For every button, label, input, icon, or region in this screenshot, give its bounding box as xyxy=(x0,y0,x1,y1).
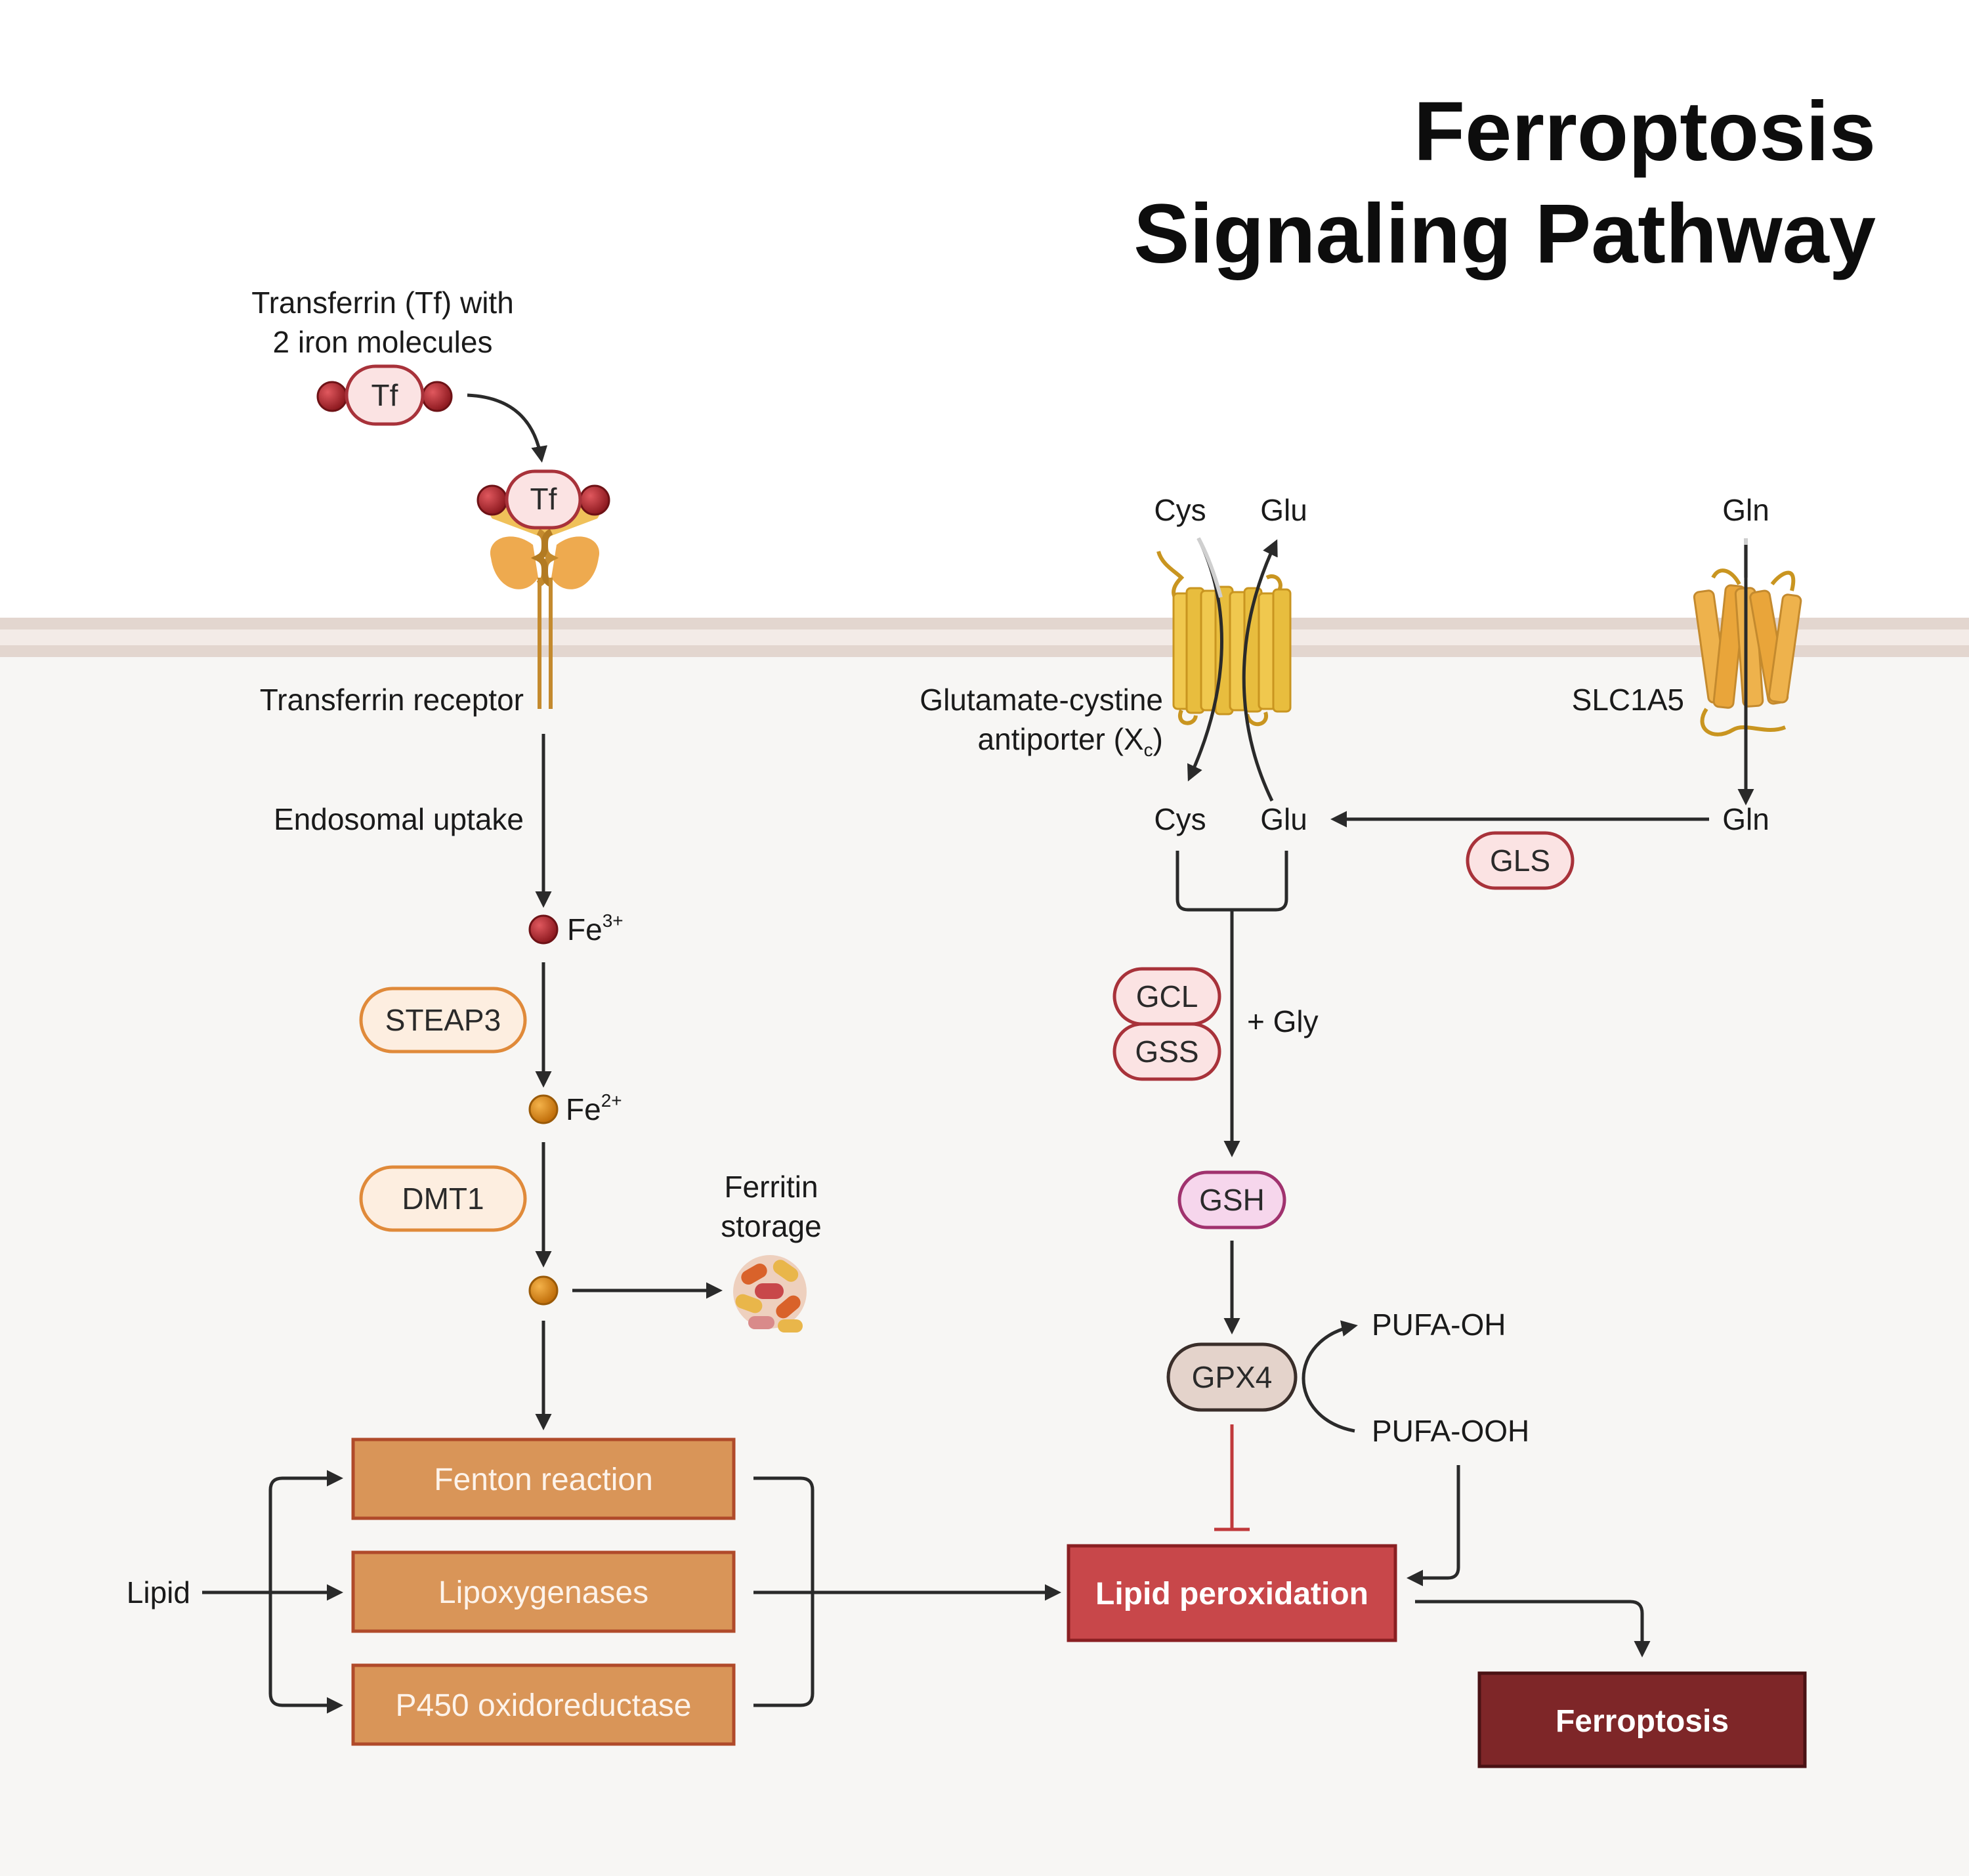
fenton-reaction-label: Fenton reaction xyxy=(434,1462,653,1497)
lipid-to-fenton-arrow xyxy=(268,1470,343,1592)
cys-inside-label: Cys xyxy=(1154,802,1206,836)
cystine-path-shadow xyxy=(1196,537,1223,598)
dmt1-label: DMT1 xyxy=(402,1182,484,1216)
cys-outside-label: Cys xyxy=(1154,493,1206,527)
gpx4-label: GPX4 xyxy=(1192,1360,1273,1394)
slc1a5-transporter-icon xyxy=(1693,538,1802,736)
fenton-reaction-box: Fenton reaction xyxy=(351,1438,736,1520)
gpx4-inhibition-line xyxy=(1214,1424,1250,1531)
p450-oxidoreductase-box: P450 oxidoreductase xyxy=(351,1663,736,1746)
steap3-enzyme: STEAP3 xyxy=(359,987,527,1054)
gcl-label: GCL xyxy=(1136,979,1198,1013)
free-transferrin-icon: Tf xyxy=(316,364,453,426)
gpx4-enzyme: GPX4 xyxy=(1166,1342,1298,1412)
lipid-label: Lipid xyxy=(127,1575,190,1610)
gln-inside-label: Gln xyxy=(1722,802,1769,836)
tf-binding-arrow xyxy=(467,393,548,463)
title-line-2: Signaling Pathway xyxy=(1133,187,1876,281)
pufa-reduction-arrow xyxy=(1302,1320,1358,1433)
glu-inside-label: Glu xyxy=(1260,802,1307,836)
ferroptosis-label: Ferroptosis xyxy=(1556,1704,1729,1739)
transferrin-label-line-2: 2 iron molecules xyxy=(273,325,493,359)
pufa-ooh-label: PUFA-OOH xyxy=(1372,1414,1529,1448)
fe3-ion-icon xyxy=(528,914,559,945)
glycine-label: + Gly xyxy=(1247,1004,1319,1038)
gss-label: GSS xyxy=(1135,1034,1198,1069)
glutamate-export-arrow xyxy=(1242,539,1278,802)
gls-label: GLS xyxy=(1490,843,1550,878)
cell-membrane xyxy=(0,618,1969,657)
gss-enzyme: GSS xyxy=(1112,1022,1221,1081)
gsh-label: GSH xyxy=(1199,1183,1265,1217)
antiporter-label-line-1: Glutamate-cystine xyxy=(920,683,1163,717)
tf-label-free: Tf xyxy=(371,378,398,412)
lipoxygenases-box: Lipoxygenases xyxy=(351,1550,736,1633)
antiporter-label-line-2: antiporter (Xc) xyxy=(978,722,1163,760)
pufa-ooh-to-peroxidation-arrow xyxy=(1407,1465,1460,1587)
transferrin-label-line-1: Transferrin (Tf) with xyxy=(251,286,514,320)
gls-enzyme: GLS xyxy=(1466,831,1575,890)
glu-outside-label: Glu xyxy=(1260,493,1307,527)
pufa-oh-label: PUFA-OH xyxy=(1372,1308,1506,1342)
lipid-to-p450-arrow xyxy=(268,1592,343,1714)
gsh-molecule: GSH xyxy=(1177,1170,1286,1229)
slc1a5-label: SLC1A5 xyxy=(1572,683,1684,717)
transferrin-receptor-label: Transferrin receptor xyxy=(260,683,524,717)
ferritin-label-line-2: storage xyxy=(721,1209,821,1243)
fe2-ion-icon xyxy=(528,1094,559,1124)
transferrin-receptor-icon: Tf xyxy=(476,469,610,709)
lipid-peroxidation-box: Lipid peroxidation xyxy=(1067,1544,1397,1642)
title-line-1: Ferroptosis xyxy=(1414,85,1876,179)
steap3-label: STEAP3 xyxy=(385,1003,501,1037)
p450-oxidoreductase-label: P450 oxidoreductase xyxy=(396,1688,692,1723)
fe3-label: Fe3+ xyxy=(567,910,624,947)
gcl-enzyme: GCL xyxy=(1112,967,1221,1026)
lipid-peroxidation-label: Lipid peroxidation xyxy=(1095,1577,1368,1611)
endosomal-uptake-label: Endosomal uptake xyxy=(274,802,524,836)
to-ferroptosis-arrow xyxy=(1415,1600,1651,1657)
ferritin-icon xyxy=(733,1255,807,1332)
fe2-label: Fe2+ xyxy=(566,1090,622,1126)
ferritin-label-line-1: Ferritin xyxy=(724,1170,818,1204)
ferroptosis-box: Ferroptosis xyxy=(1477,1671,1807,1768)
lipoxygenases-label: Lipoxygenases xyxy=(438,1575,648,1610)
gln-outside-label: Gln xyxy=(1722,493,1769,527)
dmt1-transporter: DMT1 xyxy=(359,1165,527,1232)
tf-label-bound: Tf xyxy=(530,482,557,516)
labile-iron-icon xyxy=(528,1275,559,1306)
